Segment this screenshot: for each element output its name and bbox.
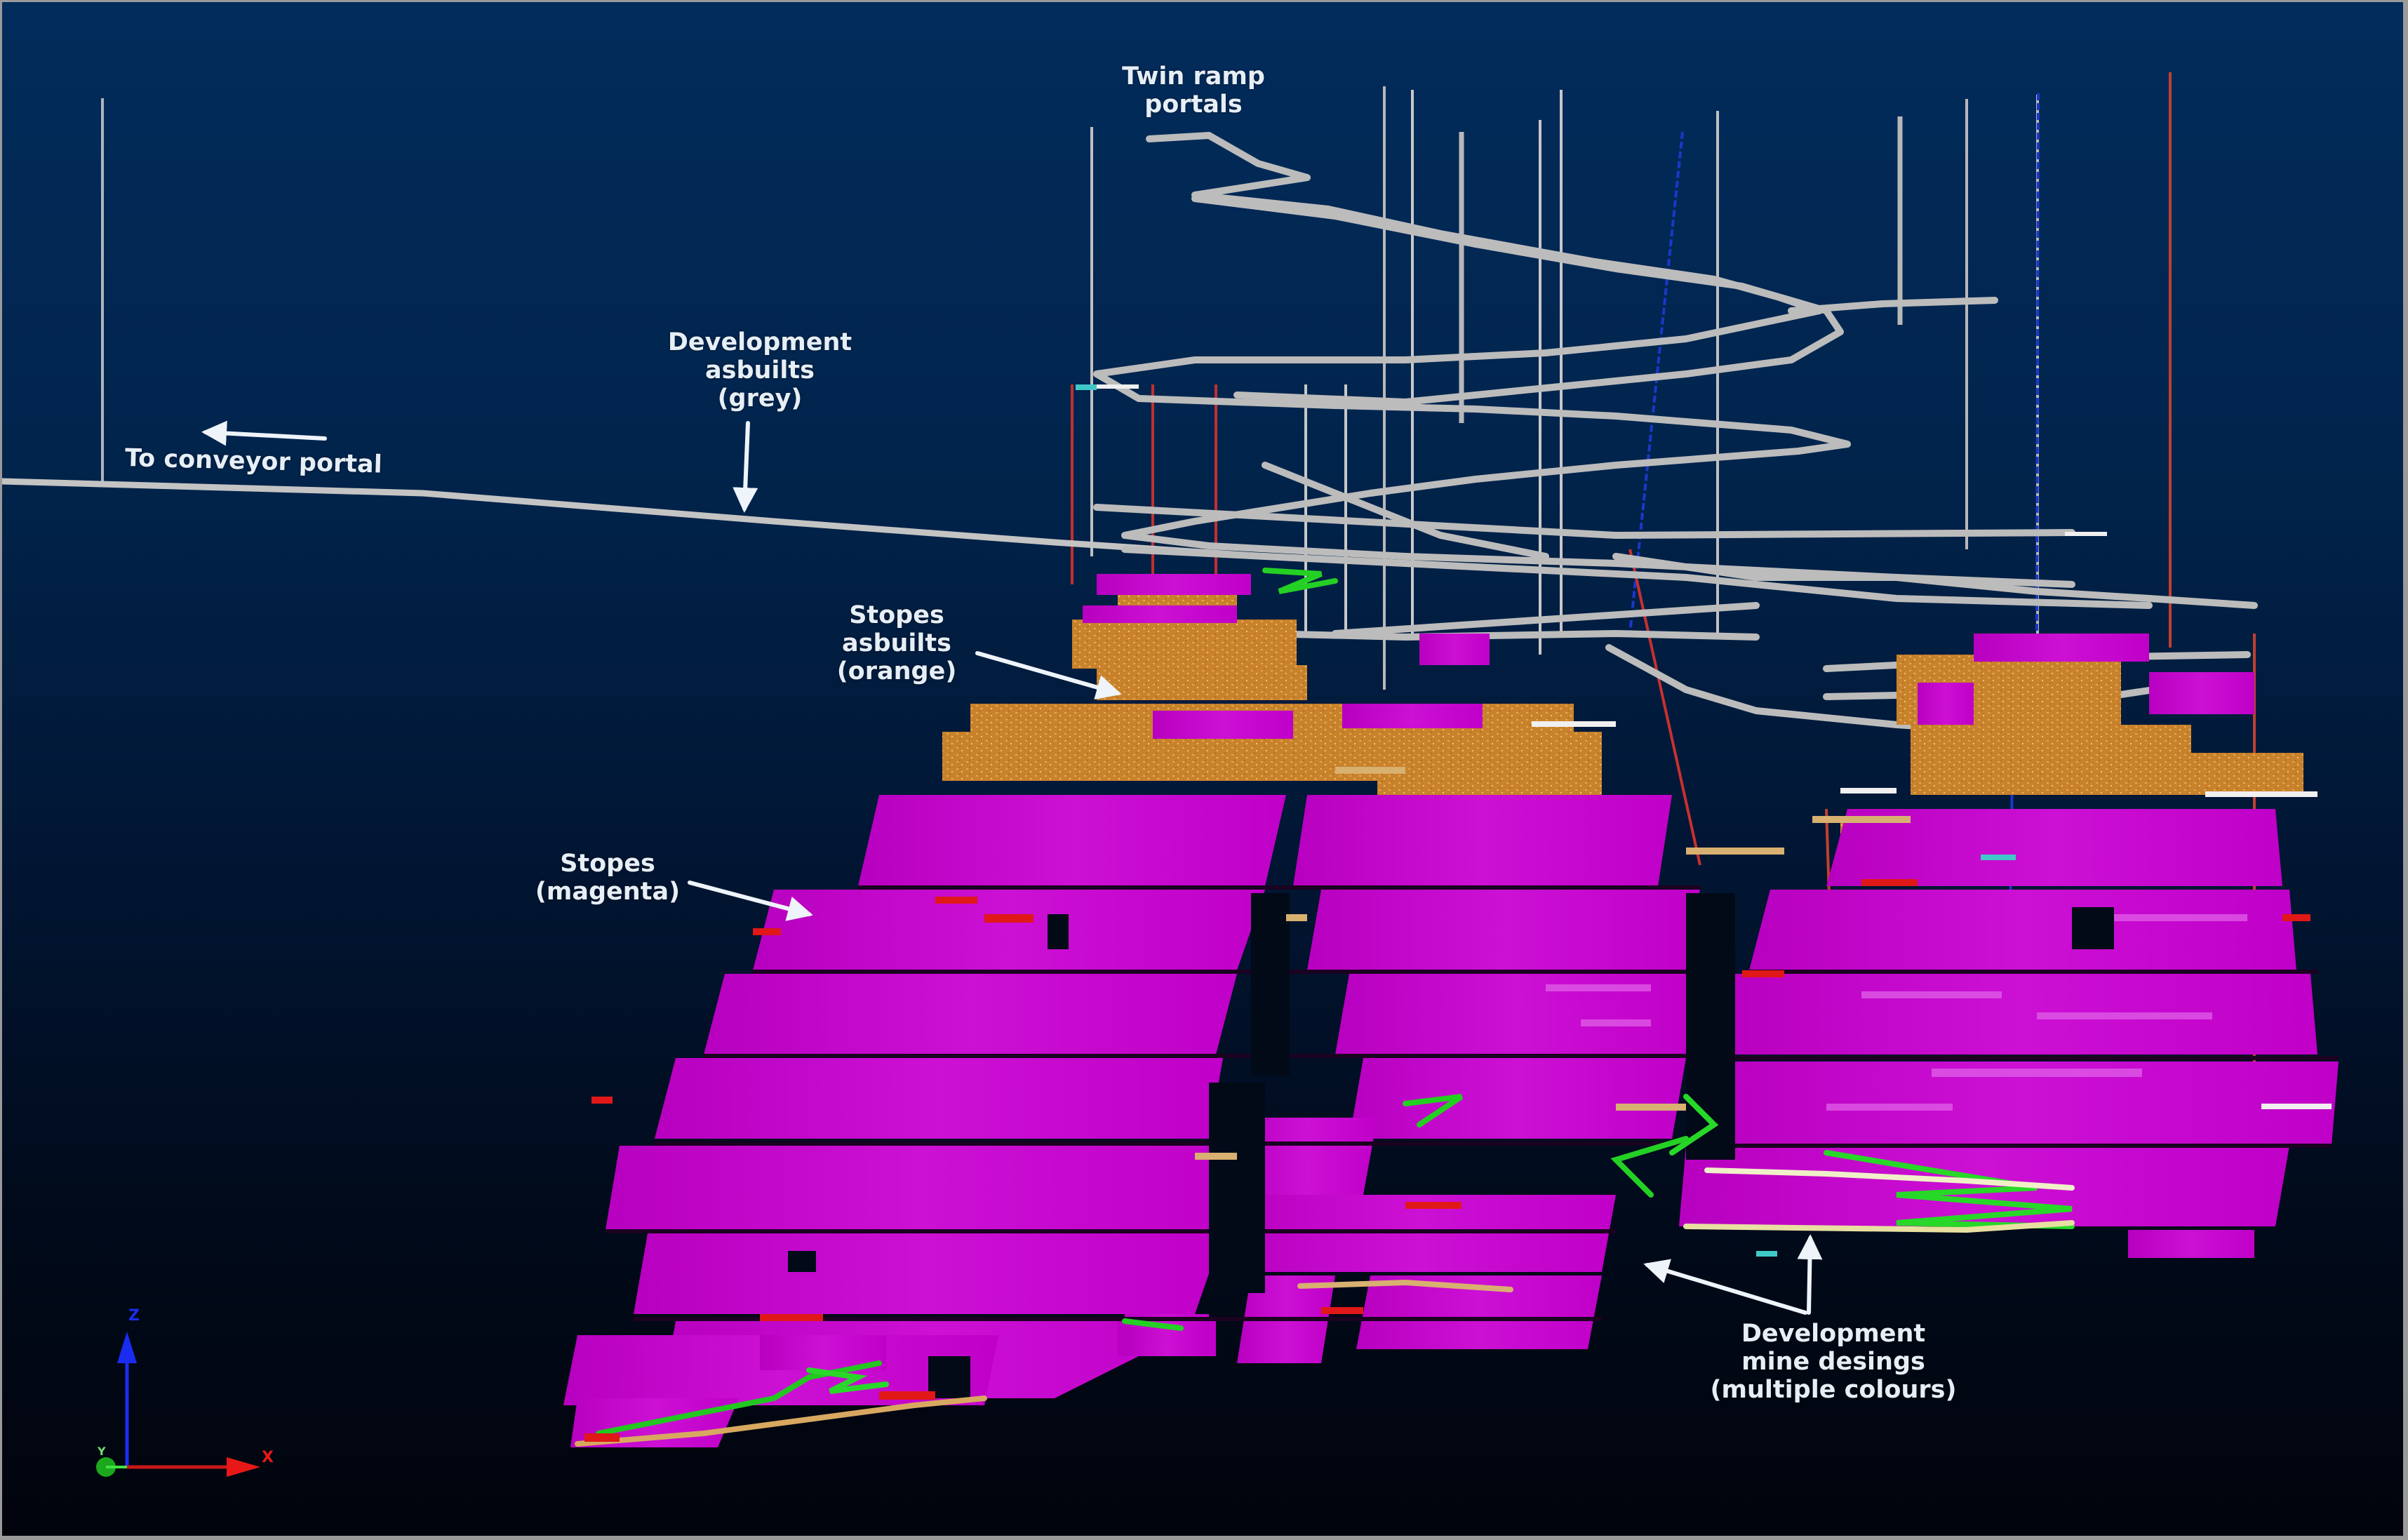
- label-stopes-magenta: Stopes (magenta): [520, 850, 695, 906]
- conveyor-decline: [2, 478, 1269, 560]
- label-line: (magenta): [535, 878, 681, 906]
- dev-designs-arrow-left: [1643, 1259, 1807, 1315]
- label-line: Stopes: [560, 850, 655, 878]
- conveyor-arrow: [201, 420, 327, 446]
- axis-gizmo: [96, 1332, 260, 1477]
- level-separators: [606, 885, 2339, 1321]
- z-axis-arrow-icon: [117, 1332, 137, 1363]
- label-twin-ramp-portals: Twin ramp portals: [1102, 62, 1285, 119]
- stopes-asbuilts-arrow: [975, 651, 1122, 700]
- label-line: Development: [667, 328, 852, 356]
- stopes-arrow: [688, 881, 813, 921]
- label-line: mine desings: [1741, 1348, 1925, 1376]
- label-line: asbuilts: [842, 629, 951, 657]
- label-line: asbuilts: [705, 356, 815, 384]
- design-white-segments: [1083, 384, 2332, 1109]
- label-line: Stopes: [849, 601, 944, 629]
- label-line: (grey): [717, 384, 803, 413]
- development-designs: [575, 568, 2075, 1447]
- label-line: portals: [1144, 91, 1243, 119]
- y-axis-label: Y: [98, 1445, 106, 1458]
- dev-asbuilts-arrow: [733, 421, 758, 513]
- stopes-left-cluster: [563, 574, 1490, 1447]
- label-line: (orange): [836, 657, 957, 685]
- x-axis-arrow-icon: [227, 1457, 260, 1477]
- stope-gaps: [788, 893, 2114, 1398]
- stopes-middle-cluster: [1125, 795, 1700, 1363]
- design-tan-segments: [1195, 767, 1911, 1160]
- design-cyan-segments: [1076, 384, 2016, 1257]
- label-line: Twin ramp: [1122, 62, 1265, 91]
- x-axis-label: X: [262, 1449, 274, 1466]
- z-axis-label: Z: [128, 1307, 140, 1325]
- label-stopes-asbuilts: Stopes asbuilts (orange): [809, 601, 984, 685]
- label-development-designs: Development mine desings (multiple colou…: [1672, 1320, 1995, 1404]
- annotation-arrows: [201, 420, 1823, 1315]
- label-development-asbuilts: Development asbuilts (grey): [655, 328, 865, 413]
- label-line: (multiple colours): [1710, 1376, 1957, 1404]
- design-red-segments: [584, 879, 2310, 1442]
- label-line: Development: [1741, 1320, 1926, 1348]
- stope-highlights: [1546, 914, 2247, 1111]
- dev-designs-arrow-up: [1797, 1234, 1823, 1315]
